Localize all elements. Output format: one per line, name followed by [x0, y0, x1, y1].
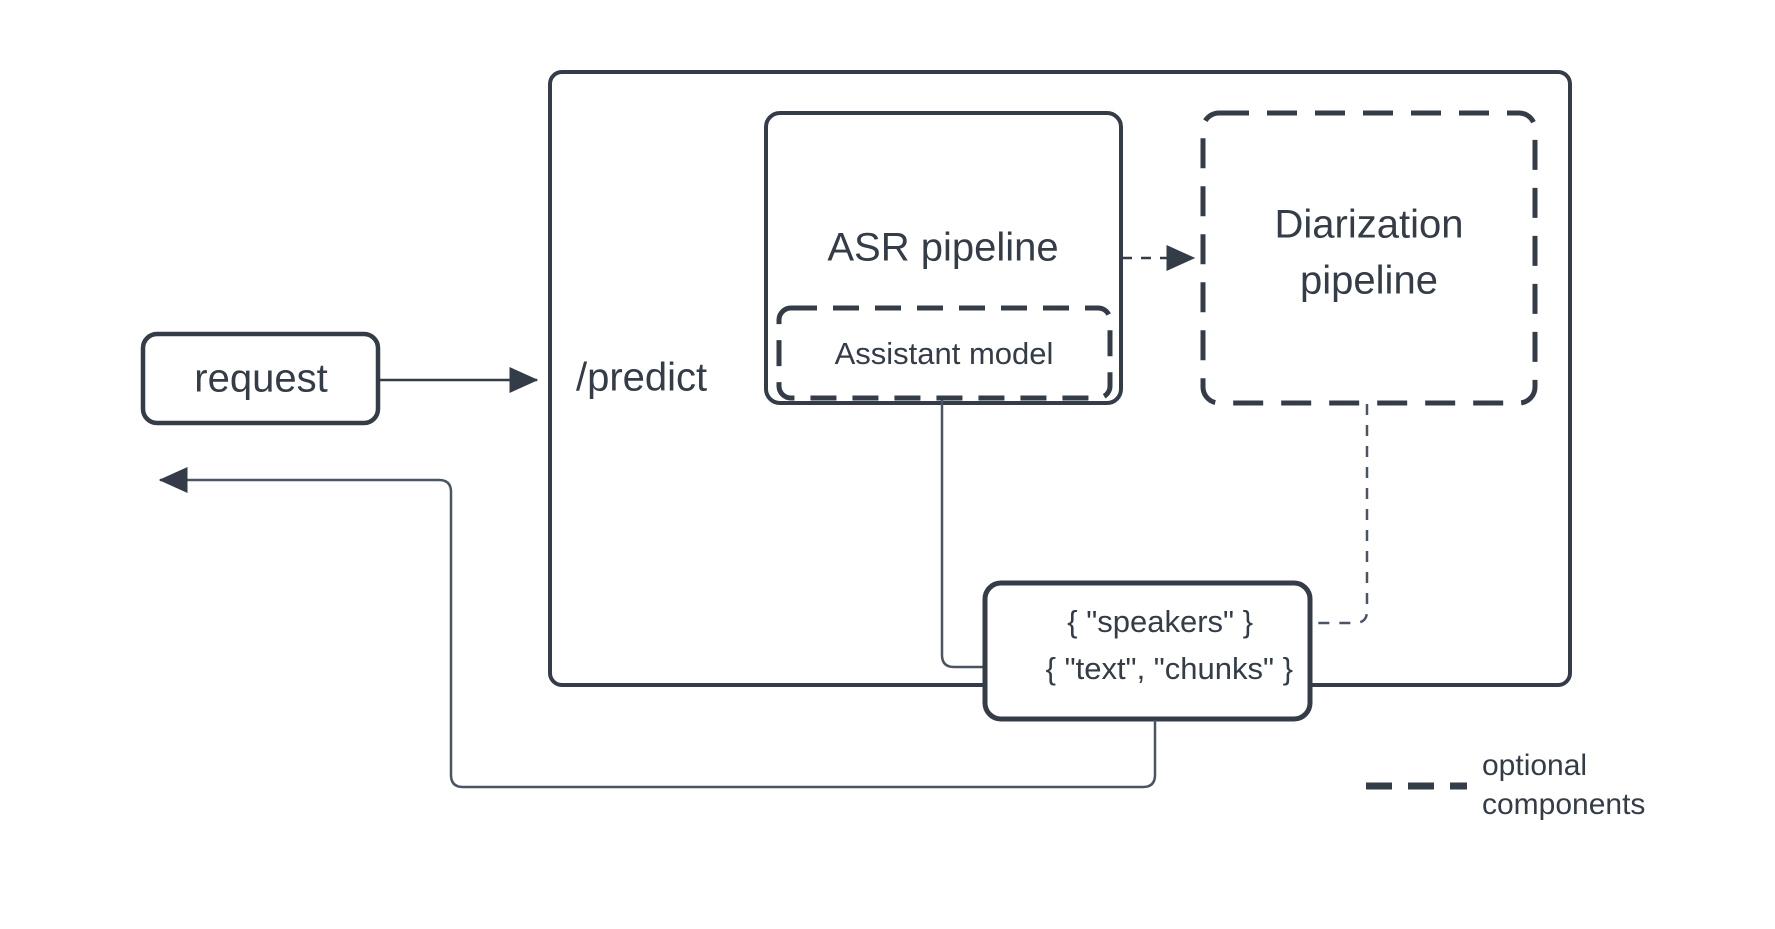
diarization-pipeline-label-line2: pipeline [1300, 259, 1438, 303]
output-to-response-arrow [158, 467, 1157, 789]
diarization-pipeline-outline [1200, 110, 1538, 406]
assistant-model-node[interactable]: Assistant model [776, 305, 1113, 401]
output-speakers-label: { "speakers" } [1067, 604, 1253, 639]
edge-output-to-response [158, 467, 1157, 789]
diarization-pipeline-label-line1: Diarization [1275, 203, 1464, 247]
output-node[interactable]: { "speakers" } { "text", "chunks" } [982, 580, 1313, 722]
assistant-model-label: Assistant model [835, 336, 1054, 371]
edge-diarization-to-output [1263, 404, 1369, 636]
request-label: request [194, 357, 327, 401]
edge-assistant-to-output [940, 400, 1014, 680]
output-outline [982, 580, 1313, 722]
assistant-model-outline [776, 305, 1113, 401]
predict-label: /predict [576, 356, 707, 400]
legend-label-line2: components [1482, 788, 1645, 821]
legend: optional components [1366, 749, 1645, 821]
request-node[interactable]: request [140, 331, 381, 426]
legend-label-line1: optional [1482, 749, 1587, 782]
diarization-pipeline-node[interactable]: Diarization pipeline [1200, 110, 1538, 406]
request-outline [140, 331, 381, 426]
diarization-to-output-arrow [1263, 404, 1369, 636]
asr-pipeline-label: ASR pipeline [827, 226, 1058, 270]
assistant-to-output-arrow [940, 400, 1014, 680]
output-text-chunks-label: { "text", "chunks" } [1046, 651, 1293, 686]
